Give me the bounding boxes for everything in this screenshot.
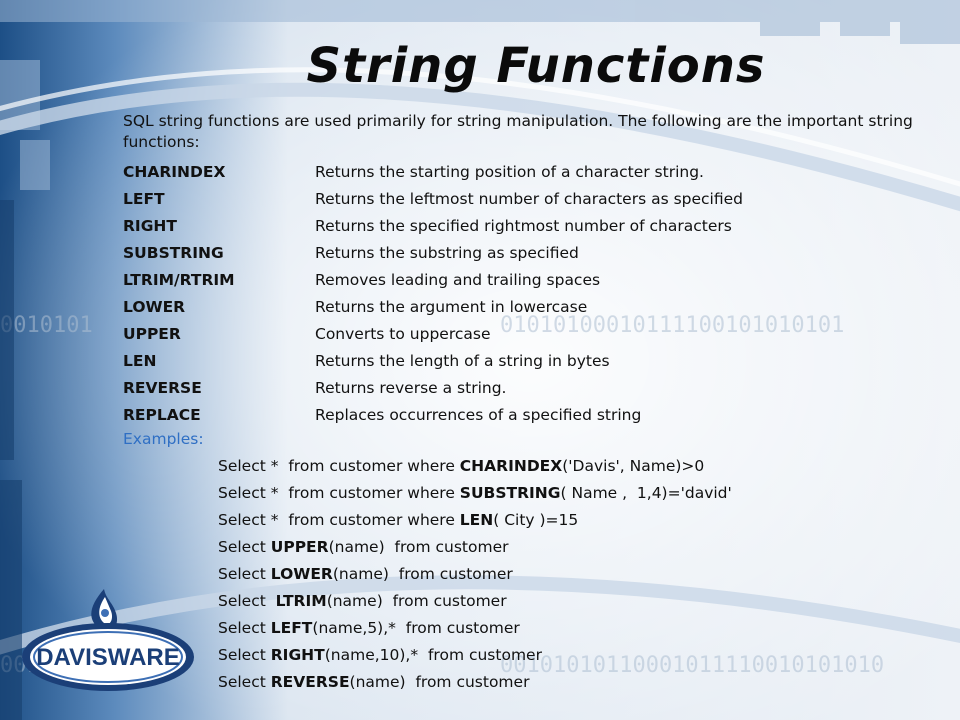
example-suffix: (name) from customer bbox=[326, 592, 507, 610]
example-suffix: (name) from customer bbox=[349, 673, 530, 691]
example-prefix: Select bbox=[218, 619, 271, 637]
function-list: CHARINDEX Returns the starting position o… bbox=[123, 159, 923, 429]
example-function: SUBSTRING bbox=[459, 484, 561, 502]
example-suffix: ( Name , 1,4)='david' bbox=[560, 484, 732, 502]
example-suffix: (name,5),* from customer bbox=[312, 619, 520, 637]
example-function: LEFT bbox=[270, 619, 313, 637]
function-name: CHARINDEX bbox=[123, 163, 226, 181]
example-suffix: (name,10),* from customer bbox=[324, 646, 542, 664]
example-prefix: Select bbox=[218, 592, 276, 610]
function-description: Removes leading and trailing spaces bbox=[315, 271, 601, 289]
function-name: SUBSTRING bbox=[123, 244, 224, 262]
function-name: RIGHT bbox=[123, 217, 177, 235]
slide-title: String Functions bbox=[306, 38, 766, 94]
binary-streak: 01010100010111100101010101 bbox=[500, 313, 844, 338]
example-suffix: ('Davis', Name)>0 bbox=[562, 457, 705, 475]
function-row: REPLACE Replaces occurrences of a specifi… bbox=[123, 402, 923, 429]
function-name: LOWER bbox=[123, 298, 186, 316]
example-prefix: Select bbox=[218, 538, 271, 556]
function-name: LEFT bbox=[123, 190, 165, 208]
example-query: Select LTRIM(name) from customer bbox=[218, 588, 732, 615]
example-suffix: (name) from customer bbox=[332, 565, 513, 583]
function-description: Returns the specified rightmost number o… bbox=[315, 217, 732, 235]
example-prefix: Select bbox=[218, 673, 271, 691]
example-query: Select RIGHT(name,10),* from customer bbox=[218, 642, 732, 669]
example-function: LEN bbox=[459, 511, 494, 529]
function-description: Returns the length of a string in bytes bbox=[315, 352, 610, 370]
function-description: Converts to uppercase bbox=[315, 325, 491, 343]
intro-text: SQL string functions are used primarily … bbox=[123, 112, 913, 151]
example-prefix: Select * from customer where bbox=[218, 511, 460, 529]
example-prefix: Select bbox=[218, 565, 271, 583]
function-row: LEFT Returns the leftmost number of chara… bbox=[123, 186, 923, 213]
example-function: LTRIM bbox=[275, 592, 327, 610]
example-prefix: Select * from customer where bbox=[218, 484, 460, 502]
example-query: Select * from customer where CHARINDEX('… bbox=[218, 453, 732, 480]
example-suffix: (name) from customer bbox=[328, 538, 509, 556]
examples-label: Examples: bbox=[123, 430, 204, 448]
example-function: REVERSE bbox=[270, 673, 350, 691]
logo-face bbox=[30, 629, 186, 685]
function-row: RIGHT Returns the specified rightmost num… bbox=[123, 213, 923, 240]
function-name: REPLACE bbox=[123, 406, 201, 424]
example-query: Select * from customer where LEN( City )… bbox=[218, 507, 732, 534]
example-query: Select REVERSE(name) from customer bbox=[218, 669, 732, 696]
function-description: Returns reverse a string. bbox=[315, 379, 507, 397]
example-prefix: Select * from customer where bbox=[218, 457, 460, 475]
binary-streak: 0010101 bbox=[0, 313, 93, 338]
example-function: RIGHT bbox=[270, 646, 325, 664]
function-row: LOWER Returns the argument in lowercase bbox=[123, 294, 923, 321]
function-description: Replaces occurrences of a specified stri… bbox=[315, 406, 642, 424]
example-prefix: Select bbox=[218, 646, 271, 664]
function-description: Returns the starting position of a chara… bbox=[315, 163, 704, 181]
example-query: Select UPPER(name) from customer bbox=[218, 534, 732, 561]
function-name: REVERSE bbox=[123, 379, 202, 397]
function-row: LEN Returns the length of a string in byt… bbox=[123, 348, 923, 375]
example-function: LOWER bbox=[270, 565, 333, 583]
example-function: UPPER bbox=[270, 538, 329, 556]
example-query: Select * from customer where SUBSTRING( … bbox=[218, 480, 732, 507]
function-name: LTRIM/RTRIM bbox=[123, 271, 235, 289]
function-description: Returns the argument in lowercase bbox=[315, 298, 588, 316]
function-row: SUBSTRING Returns the substring as specif… bbox=[123, 240, 923, 267]
example-suffix: ( City )=15 bbox=[493, 511, 579, 529]
examples-list: Select * from customer where CHARINDEX('… bbox=[218, 453, 732, 696]
function-row: LTRIM/RTRIM Removes leading and trailing … bbox=[123, 267, 923, 294]
davisware-logo: DAVISWARE bbox=[22, 589, 194, 691]
function-name: UPPER bbox=[123, 325, 181, 343]
example-function: CHARINDEX bbox=[459, 457, 563, 475]
logo-wordmark: DAVISWARE bbox=[36, 644, 180, 671]
example-query: Select LEFT(name,5),* from customer bbox=[218, 615, 732, 642]
function-description: Returns the substring as specified bbox=[315, 244, 579, 262]
function-row: CHARINDEX Returns the starting position o… bbox=[123, 159, 923, 186]
example-query: Select LOWER(name) from customer bbox=[218, 561, 732, 588]
function-row: REVERSE Returns reverse a string. bbox=[123, 375, 923, 402]
function-row: UPPER Converts to uppercase bbox=[123, 321, 923, 348]
function-name: LEN bbox=[123, 352, 157, 370]
binary-streak: 00101010110001011110010101010 bbox=[500, 653, 884, 678]
function-description: Returns the leftmost number of character… bbox=[315, 190, 743, 208]
logo-emblem bbox=[91, 589, 118, 632]
